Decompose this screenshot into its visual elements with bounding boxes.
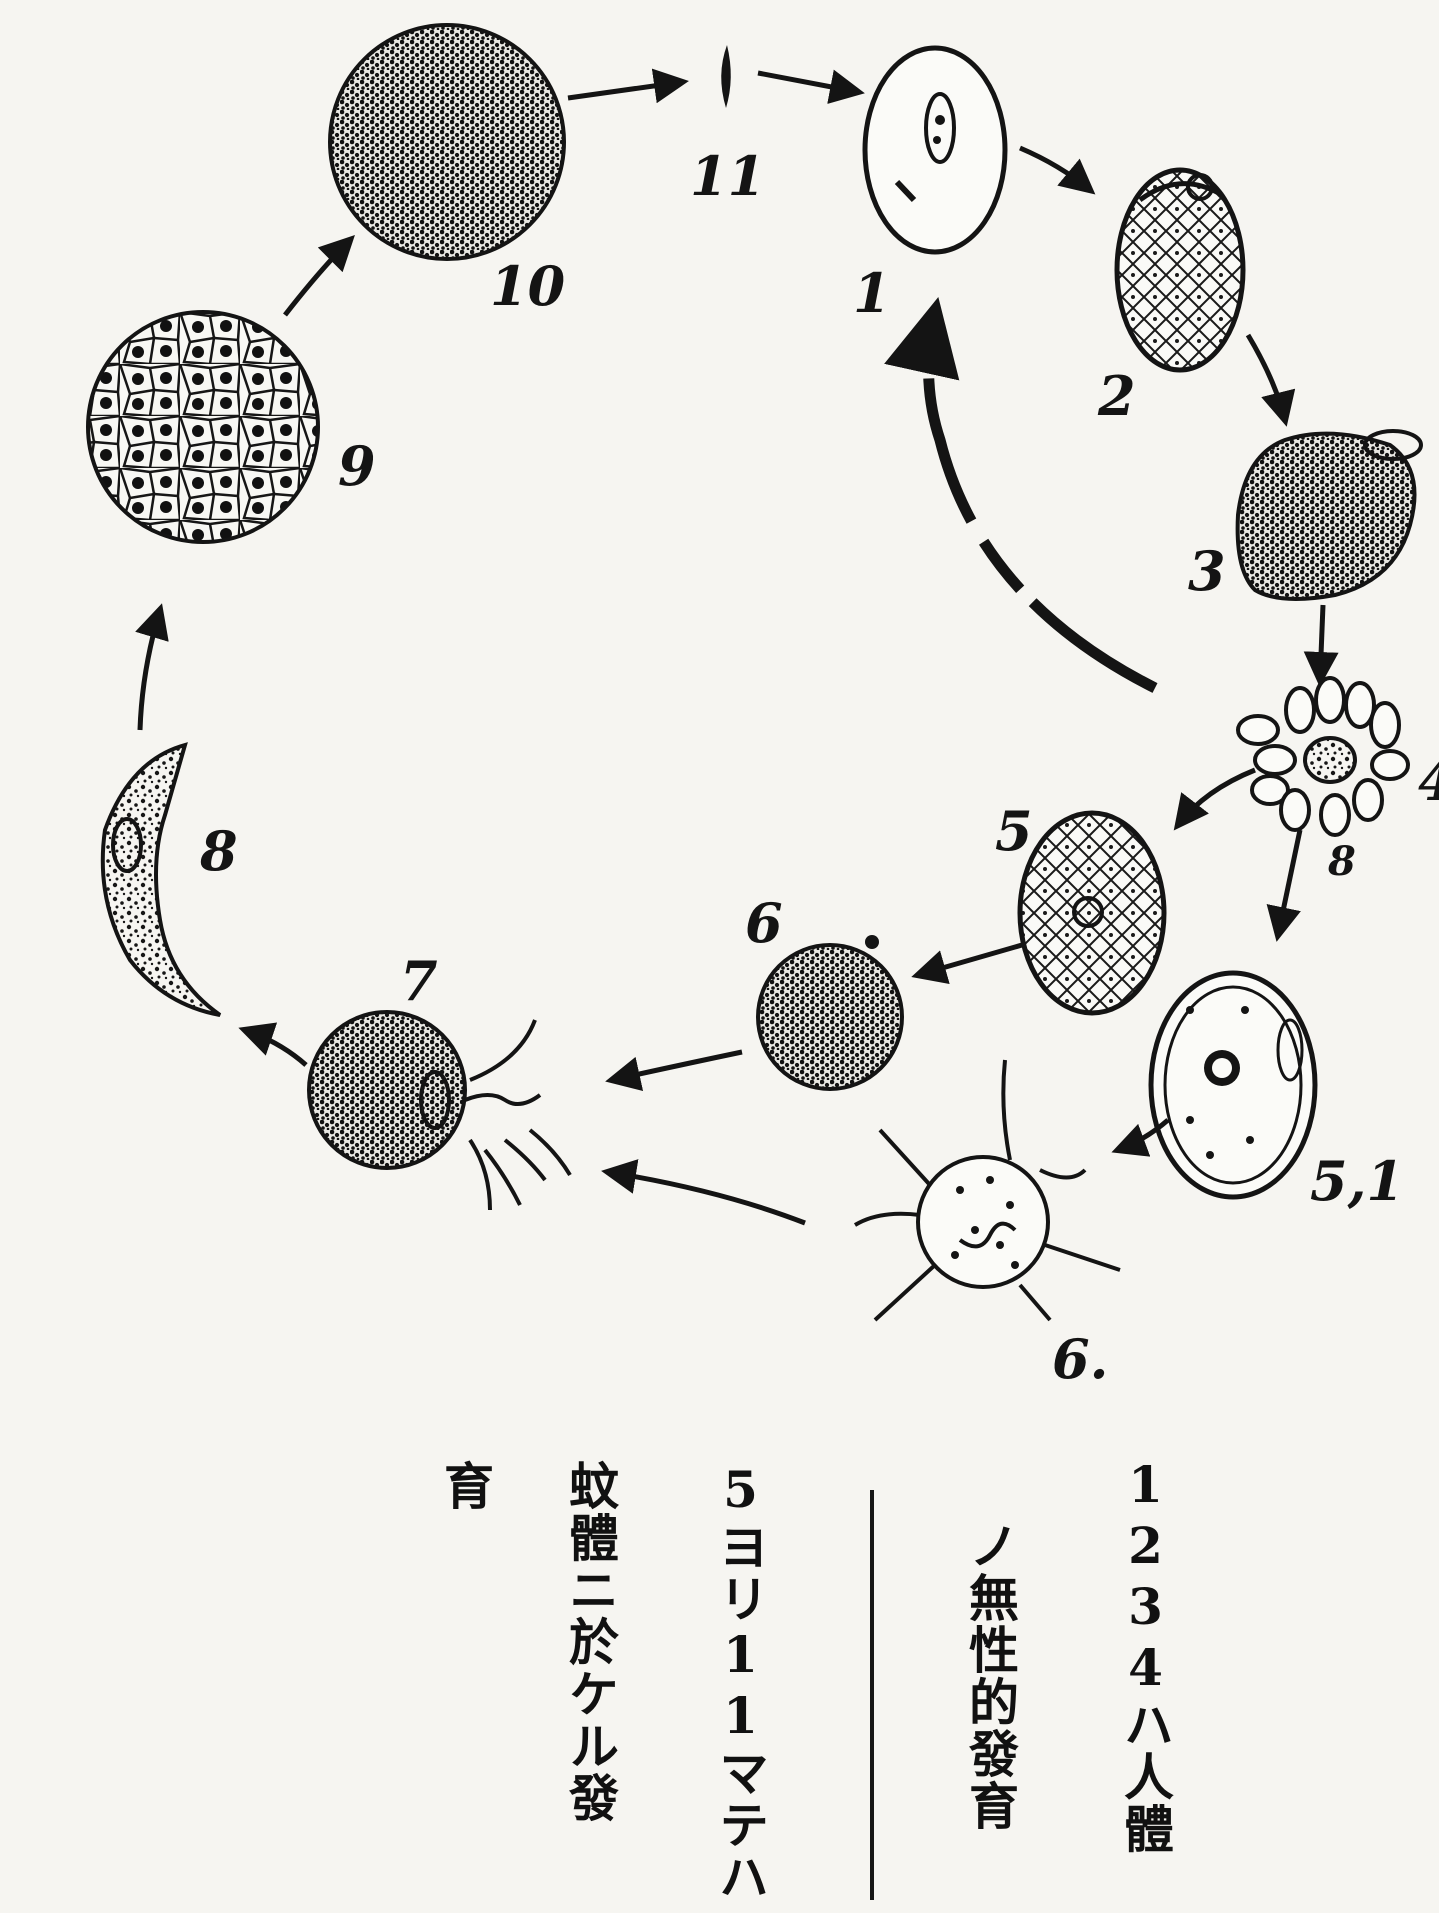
arrow-6-to-7: [612, 1052, 742, 1080]
label-stage-2: 2: [1097, 364, 1136, 428]
label-stage-7: 7: [400, 949, 438, 1013]
label-stage-11: 11: [690, 144, 765, 208]
arrow-1-to-2: [1020, 148, 1090, 190]
label-stage-9: 9: [338, 434, 376, 498]
arrow-4-to-5-1: [1278, 830, 1300, 935]
arrow-5-to-6: [918, 945, 1022, 975]
stage-5-1-cell: [1151, 973, 1315, 1197]
label-stage-1: 1: [853, 261, 891, 325]
stage-9-oocyst: [88, 312, 318, 542]
stage-7-zygote: [309, 1012, 570, 1210]
caption-divider: [870, 1490, 874, 1900]
arrow-3-to-4: [1320, 605, 1323, 680]
label-stage-10: 10: [490, 254, 565, 318]
arrow-9-to-10: [285, 240, 350, 315]
label-stage-8: 8: [199, 819, 238, 883]
arrow-10-to-11: [568, 82, 682, 98]
caption-line-3: 5ヨリ11マテハ: [715, 1460, 765, 1903]
stage-4-merozoites: [1238, 678, 1408, 835]
stage-3-cell: [1238, 431, 1421, 599]
stage-2-cell: [1117, 170, 1243, 370]
stage-6-flagellated-cell: [855, 1060, 1120, 1320]
arrow-2-to-3: [1248, 335, 1285, 420]
label-stage-3: 3: [1188, 539, 1226, 603]
caption-line-1: 1234ハ人體: [1120, 1455, 1170, 1855]
caption-line-5: 育: [440, 1460, 490, 1512]
arrow-11-to-1: [758, 73, 858, 92]
stage-1-red-cell: [865, 48, 1005, 252]
label-stage-6b: 6.: [1052, 1327, 1108, 1391]
label-stage-4-sub: 8: [1327, 838, 1356, 885]
label-stage-4: 4: [1418, 749, 1439, 813]
arrow-6b-to-7: [608, 1172, 805, 1223]
arrow-7-to-8: [245, 1030, 306, 1065]
label-stage-5-1: 5,1: [1310, 1149, 1404, 1213]
stage-11-sporozoite: [721, 45, 731, 108]
caption-line-2: ノ無性的發育: [965, 1520, 1015, 1832]
stage-5-cell: [1020, 813, 1164, 1013]
arrow-8-to-9: [140, 610, 160, 730]
label-stage-6: 6: [745, 891, 783, 955]
caption-line-4: 蚊體ニ於ケル發: [565, 1460, 615, 1824]
stage-10-cell: [330, 25, 564, 259]
stage-6-cell: [758, 935, 902, 1089]
label-stage-5: 5: [995, 799, 1033, 863]
arrow-4-to-5: [1178, 770, 1255, 825]
